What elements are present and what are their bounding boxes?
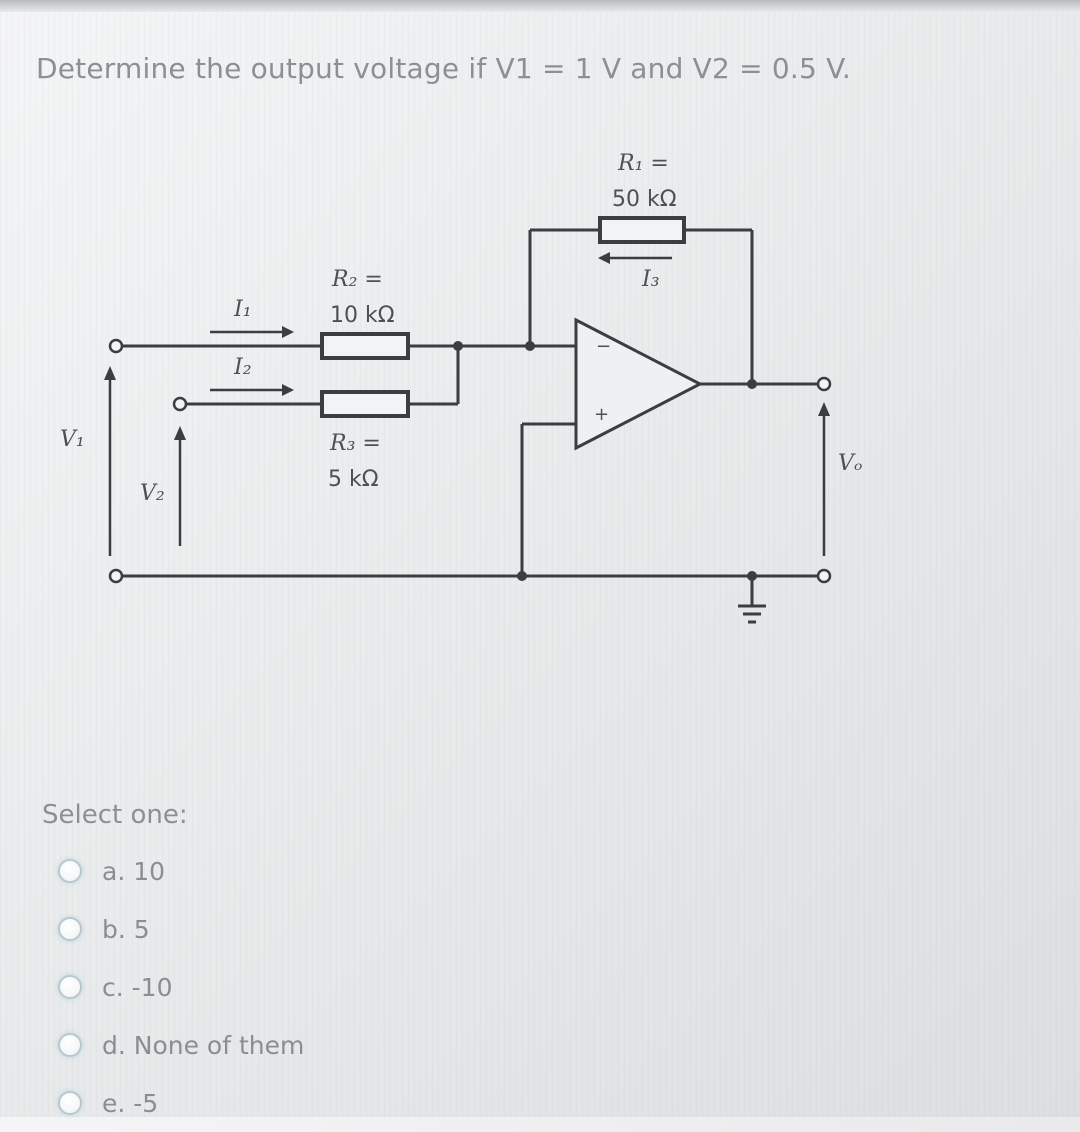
radio-button[interactable] — [58, 975, 82, 999]
top-border — [0, 0, 1080, 12]
option-d[interactable]: d. None of them — [58, 1016, 304, 1074]
circuit-diagram: R₁ = 50 kΩ R₂ = 10 kΩ R₃ = 5 kΩ I₁ I₂ I₃… — [60, 151, 862, 624]
radio-button[interactable] — [58, 1033, 82, 1057]
label-r2-name: R₂ = — [331, 267, 383, 292]
label-r1-value: 50 kΩ — [612, 187, 677, 212]
op-amp-inverting-sign: − — [596, 336, 611, 357]
option-label: e. -5 — [102, 1088, 159, 1118]
label-i2: I₂ — [233, 355, 252, 380]
label-r3-name: R₃ = — [329, 431, 381, 456]
radio-button[interactable] — [58, 1091, 82, 1115]
option-label: b. 5 — [102, 914, 150, 944]
label-v1: V₁ — [60, 427, 85, 452]
op-amp — [574, 317, 704, 451]
terminal-v2-top — [172, 396, 188, 412]
option-c[interactable]: c. -10 — [58, 958, 304, 1016]
label-r2-value: 10 kΩ — [330, 303, 395, 328]
select-one-prompt: Select one: — [42, 800, 188, 830]
arrow-i1-head — [282, 326, 294, 338]
junction-dot — [517, 571, 527, 581]
terminal-vo-top — [816, 376, 832, 392]
op-amp-noninverting-sign: + — [594, 404, 609, 425]
junction-dot — [453, 341, 463, 351]
label-v2: V₂ — [140, 481, 165, 506]
label-vo: Vₒ — [838, 451, 862, 476]
label-r1-name: R₁ = — [617, 151, 669, 176]
resistor-r1 — [598, 216, 686, 244]
radio-button[interactable] — [58, 917, 82, 941]
terminal-v1-top — [108, 338, 124, 354]
junction-dot — [747, 571, 757, 581]
option-b[interactable]: b. 5 — [58, 900, 304, 958]
option-e[interactable]: e. -5 — [58, 1074, 304, 1132]
ground-symbol — [738, 604, 766, 624]
option-label: a. 10 — [102, 856, 166, 886]
arrow-vo-head — [818, 402, 830, 416]
arrow-i2-head — [282, 384, 294, 396]
option-label: c. -10 — [102, 972, 173, 1002]
arrow-v2-head — [174, 426, 186, 440]
arrow-i3-head — [598, 252, 610, 264]
option-label: d. None of them — [102, 1030, 305, 1060]
junction-dot — [747, 379, 757, 389]
terminal-ground-left — [108, 568, 124, 584]
label-i1: I₁ — [233, 297, 252, 322]
option-a[interactable]: a. 10 — [58, 842, 304, 900]
label-r3-value: 5 kΩ — [328, 467, 379, 492]
resistor-r3 — [320, 390, 410, 418]
answer-options: a. 10 b. 5 c. -10 d. None of them e. -5 — [58, 842, 304, 1132]
radio-button[interactable] — [58, 859, 82, 883]
question-text: Determine the output voltage if V1 = 1 V… — [36, 52, 851, 85]
resistor-r2 — [320, 332, 410, 360]
junction-dot — [525, 341, 535, 351]
arrow-v1-head — [104, 366, 116, 380]
label-i3: I₃ — [641, 267, 660, 292]
terminal-vo-bottom — [816, 568, 832, 584]
